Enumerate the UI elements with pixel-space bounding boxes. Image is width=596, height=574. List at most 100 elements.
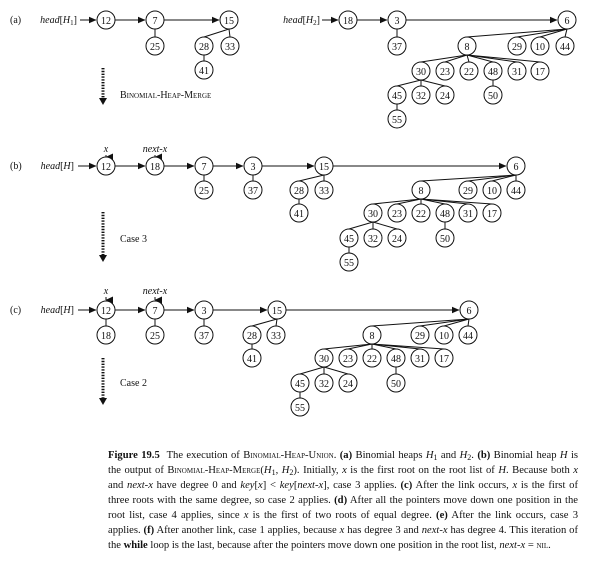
heap-node: 17 [530,61,550,81]
heap-node: 3 [194,300,214,320]
heap-node: 30 [314,348,334,368]
node-key: 33 [271,331,281,342]
node-key: 24 [343,379,353,390]
tree-edge [467,174,517,182]
heap-node: 17 [482,203,502,223]
node-key: 24 [392,234,402,245]
caption-segment: After the link occurs, [412,480,513,491]
pointer-next-x: next-x [143,144,168,155]
step-label-case2: Case 2 [120,378,147,389]
node-key: 55 [344,258,354,269]
caption-segment: After the link occurs, case 3 applies. [108,510,578,536]
caption-segment: next-x [127,480,153,491]
heap-node: 12 [96,300,116,320]
caption-segment: Binomial-Heap-Merge [167,465,261,476]
node-key: 6 [565,16,570,27]
caption-segment: H [263,465,272,476]
heap-node: 10 [482,180,502,200]
node-key: 23 [440,67,450,78]
heap-node: 33 [314,180,334,200]
caption-segment: x [243,510,249,521]
caption-segment: and [437,450,460,461]
figure-caption: Figure 19.5 The execution of Binomial-He… [108,448,578,553]
caption-segment: x [258,480,263,491]
node-key: 6 [467,306,472,317]
tree-edge [444,54,468,63]
node-key: 17 [535,67,545,78]
tree-edge [564,28,568,38]
caption-segment: ], case 3 applies. [323,480,401,491]
caption-segment: ] < [262,480,280,491]
caption-segment: and [108,480,128,491]
node-key: 8 [370,331,375,342]
heap-node: 24 [338,373,358,393]
node-key: 50 [440,234,450,245]
node-key: 41 [247,354,257,365]
caption-segment: (c) [400,480,413,491]
node-key: 24 [440,91,450,102]
tree-edge [203,28,230,38]
heap-node: 50 [435,228,455,248]
heap-node: 15 [267,300,287,320]
caption-segment: ). Initially, [293,465,343,476]
heap-node: 32 [411,85,431,105]
heap-node: 18 [145,156,165,176]
node-key: 48 [440,209,450,220]
heap-node: 48 [483,61,503,81]
tree-edge [420,79,446,87]
caption-segment: next-x [421,525,448,536]
tree-edge [323,366,349,375]
heap-node: 22 [411,203,431,223]
node-key: 41 [199,66,209,77]
caption-segment: H [498,465,506,476]
heap-node: 55 [290,397,310,417]
caption-segment: has degree 4. This iteration of the [108,525,578,551]
heap-node: 50 [483,85,503,105]
heap-node: 48 [435,203,455,223]
heap-node: 37 [387,36,407,56]
node-key: 29 [512,42,522,53]
node-key: 37 [392,42,402,53]
heap-node: 18 [96,325,116,345]
caption-segment: Binomial-Heap-Union [243,450,334,461]
node-key: 31 [415,354,425,365]
heap-node: 29 [507,36,527,56]
tree-edge [419,318,470,327]
heap-node: 32 [314,373,334,393]
heap-node: 8 [457,36,477,56]
heap-node: 15 [219,10,239,30]
pointer-x: x [103,286,109,297]
caption-segment: H [281,465,290,476]
caption-segment: loop is the last, because after the poin… [147,540,500,551]
node-key: 45 [392,91,402,102]
node-key: 8 [465,42,470,53]
heap-node: 44 [506,180,526,200]
heap-node: 45 [290,373,310,393]
heap-node: 32 [363,228,383,248]
heap-node: 50 [386,373,406,393]
node-key: 48 [391,354,401,365]
caption-segment: H [425,450,434,461]
node-key: 10 [487,186,497,197]
heap-node: 25 [145,36,165,56]
figure-label: Figure 19.5 [108,450,160,461]
caption-segment: , [275,465,282,476]
node-key: 12 [101,16,111,27]
caption-segment: x [573,465,578,476]
tree-edge [539,28,568,38]
heap-node: 25 [194,180,214,200]
panel-label-c: (c) [10,305,21,316]
caption-segment: x [512,480,518,491]
caption-segment: After another link, case 1 applies, beca… [154,525,340,536]
node-key: 3 [395,16,400,27]
node-key: 18 [343,16,353,27]
node-key: 37 [199,331,209,342]
heap-node: 24 [387,228,407,248]
node-key: 15 [319,162,329,173]
step-arrow-head [99,398,107,405]
heap-node: 30 [363,203,383,223]
caption-text: The execution of Binomial-Heap-Union. (a… [108,450,578,551]
tree-edge [348,221,374,230]
